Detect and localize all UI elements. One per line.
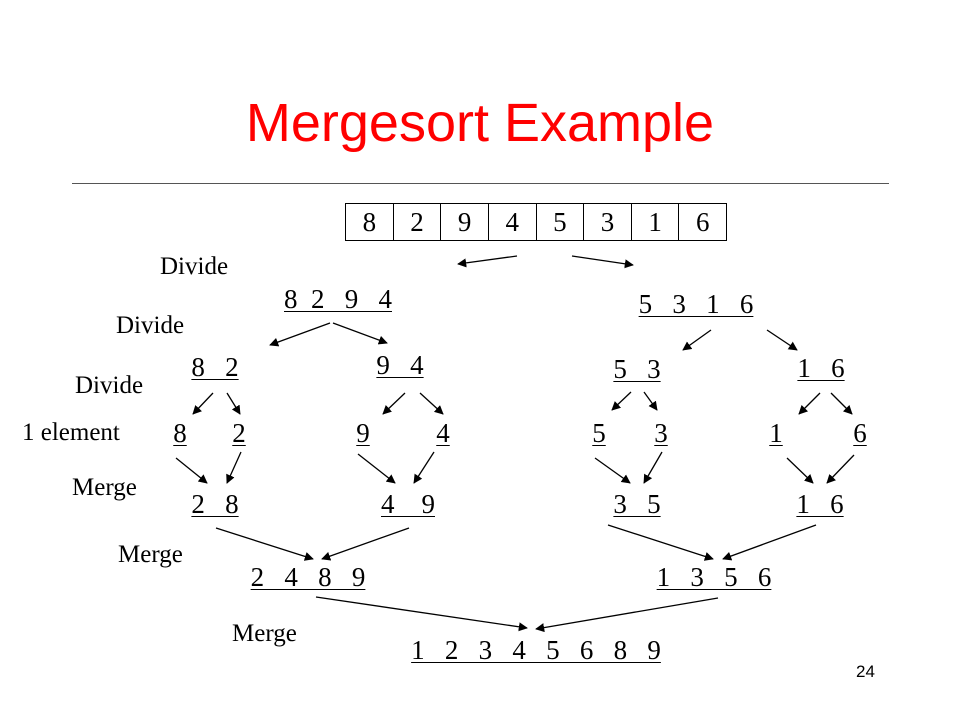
- divide-arrow: [766, 329, 798, 351]
- divide-arrow: [830, 392, 853, 415]
- array-cell: 3: [584, 204, 632, 240]
- merge-arrow: [722, 524, 817, 561]
- level2-right-left: 5 3: [613, 354, 661, 384]
- array-cell: 1: [632, 204, 680, 240]
- single-element: 4: [436, 418, 450, 448]
- divide-arrow: [798, 392, 821, 415]
- array-cell: 8: [346, 204, 394, 240]
- merged-pair: 3 5: [613, 489, 661, 519]
- level1-right: 5 3 1 6: [638, 289, 754, 319]
- divide-label-1: Divide: [160, 253, 229, 280]
- divide-label-3: Divide: [75, 372, 144, 399]
- array-cell: 6: [695, 206, 710, 237]
- page-number: 24: [856, 662, 875, 681]
- merge-arrow: [175, 457, 208, 484]
- merge-arrow: [643, 451, 663, 484]
- merged-quad-left: 2 4 8 9: [250, 562, 366, 592]
- array-cell: 2: [394, 204, 442, 240]
- divide-arrow: [571, 255, 634, 269]
- merged-pair: 2 8: [191, 489, 239, 519]
- divide-arrow: [682, 329, 712, 351]
- level2-left-left: 8 2: [191, 352, 239, 382]
- divide-arrow: [611, 391, 632, 411]
- divide-label-2: Divide: [116, 312, 185, 339]
- divide-arrow: [226, 392, 241, 415]
- title-divider: [72, 183, 889, 184]
- level2-right-right: 1 6: [797, 353, 845, 383]
- merged-pair: 1 6: [796, 489, 844, 519]
- input-array: 8 2 9 4 5 3 1 6: [345, 203, 727, 241]
- single-element: 6: [853, 418, 867, 448]
- merge-arrow: [535, 597, 719, 633]
- slide-title: Mergesort Example: [245, 93, 715, 153]
- divide-arrow: [643, 391, 658, 411]
- merge-label-1: Merge: [72, 474, 137, 501]
- merge-arrow: [226, 451, 242, 484]
- level1-left: 8 2 9 4: [284, 284, 392, 314]
- divide-arrow: [382, 392, 406, 415]
- merge-label-2: Merge: [118, 541, 183, 568]
- divide-arrow: [332, 322, 388, 345]
- merge-arrow: [215, 527, 314, 561]
- merge-arrow: [357, 453, 396, 484]
- one-element-label: 1 element: [22, 419, 120, 446]
- level2-left-right: 9 4: [376, 350, 424, 380]
- merge-arrow: [413, 451, 435, 484]
- merge-arrow: [826, 454, 855, 484]
- single-element: 1: [769, 418, 783, 448]
- single-element: 2: [232, 418, 246, 448]
- array-cell: 4: [489, 204, 537, 240]
- sorted-result: 1 2 3 4 5 6 8 9: [411, 635, 661, 665]
- merged-pair: 4 9: [381, 489, 435, 519]
- array-cell: 5: [537, 204, 585, 240]
- merged-quad-right: 1 3 5 6: [656, 562, 772, 592]
- merge-arrow: [321, 527, 410, 561]
- divide-arrow: [192, 392, 214, 415]
- single-element: 9: [356, 418, 370, 448]
- merge-arrow: [786, 457, 814, 484]
- divide-arrow: [419, 392, 444, 415]
- divide-arrow: [457, 255, 518, 268]
- array-cell: 9: [441, 204, 489, 240]
- single-element: 8: [173, 418, 187, 448]
- single-element: 3: [654, 418, 668, 448]
- merge-label-3: Merge: [232, 620, 297, 647]
- single-element: 5: [592, 418, 606, 448]
- divide-arrow: [269, 322, 331, 347]
- merge-arrow: [607, 524, 714, 561]
- merge-arrow: [594, 457, 631, 484]
- merge-arrow: [315, 596, 528, 632]
